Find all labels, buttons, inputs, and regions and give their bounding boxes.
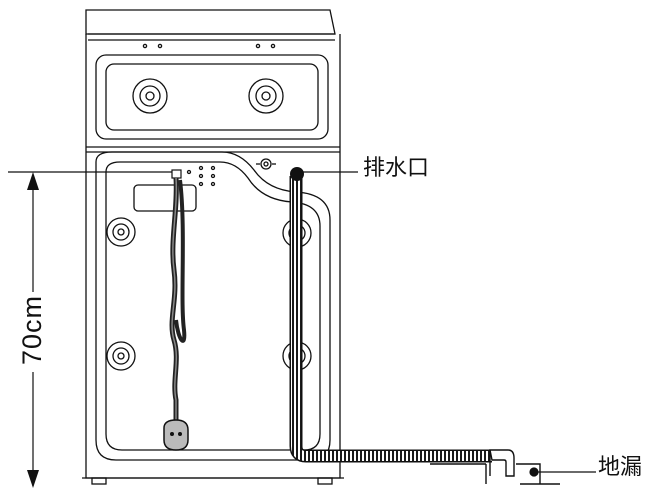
height-label: 70cm (16, 294, 47, 366)
left-bottom-mount-icon (106, 341, 136, 371)
power-plug (163, 419, 189, 451)
left-top-mount-icon (106, 217, 136, 247)
upper-panel (95, 54, 329, 140)
floor-drain-label: 地漏 (598, 455, 643, 480)
drain-hose (289, 167, 515, 477)
arrow-up-icon (27, 172, 39, 190)
height-dimension (8, 171, 172, 488)
lid-screws (142, 43, 276, 49)
upper-right-mount-icon (248, 78, 284, 114)
hose-clip-icon (256, 158, 276, 170)
washer-lid (85, 9, 336, 35)
floor-drain-pipe (430, 463, 560, 485)
power-cord (163, 169, 189, 451)
drain-outlet-icon (290, 167, 304, 181)
foot-left (91, 477, 107, 485)
vent-holes (186, 165, 216, 187)
floor-drain-dot (529, 467, 539, 477)
drain-outlet-label: 排水口 (363, 156, 430, 181)
hose-hook (489, 449, 515, 477)
arrow-down-icon (27, 470, 39, 488)
foot-right (317, 477, 333, 485)
washer-body (82, 9, 344, 485)
upper-left-mount-icon (132, 78, 168, 114)
callout-leaders (300, 171, 596, 477)
label-window (133, 184, 197, 212)
